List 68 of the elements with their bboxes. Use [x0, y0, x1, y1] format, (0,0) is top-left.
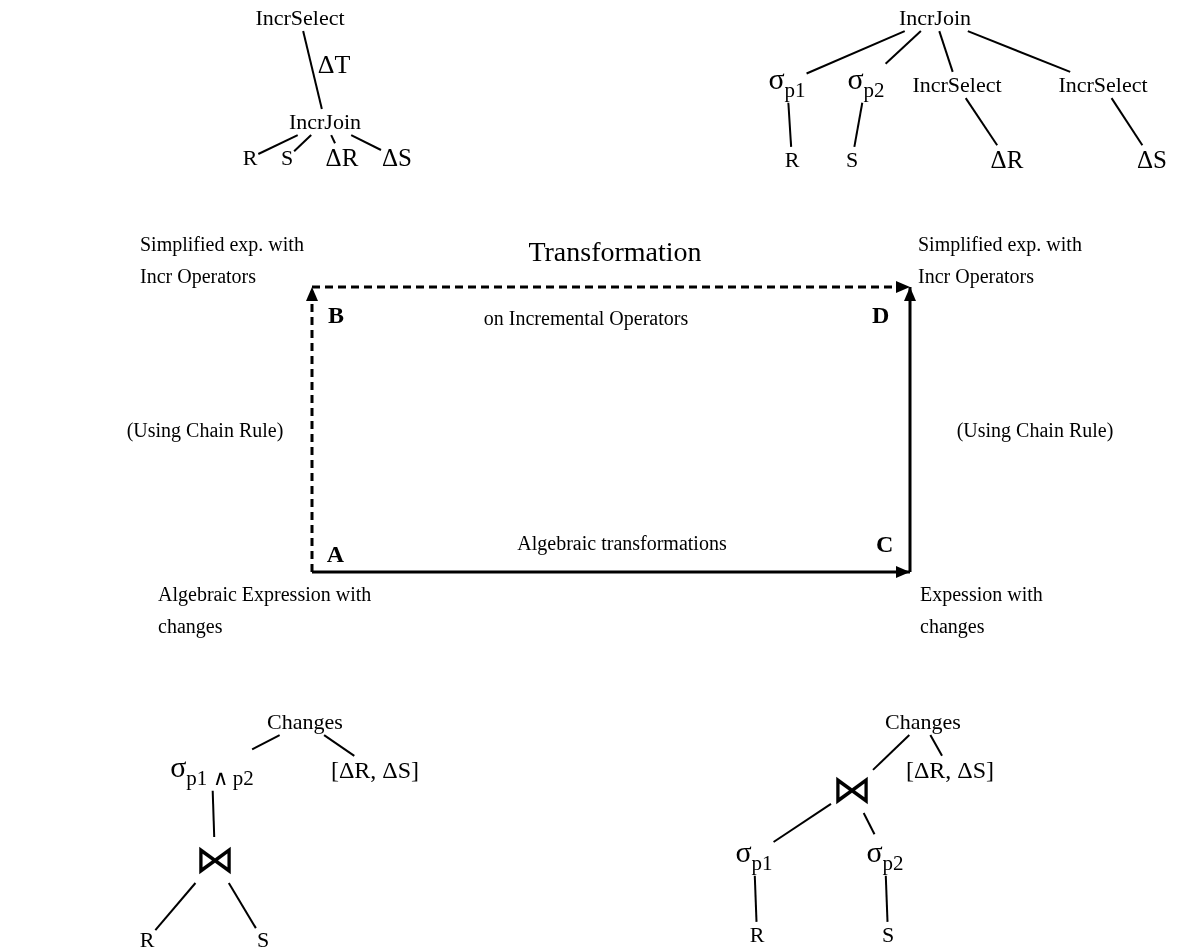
operator-label: R — [784, 147, 800, 173]
note-text: on Incremental Operators — [483, 307, 689, 329]
operator-label: S — [256, 927, 270, 948]
operator-label: ΔS — [382, 144, 412, 172]
tree-line — [853, 101, 864, 148]
operator-label: ΔR — [990, 146, 1024, 174]
arrow — [312, 281, 910, 293]
arrow — [904, 287, 916, 572]
operator-label: Changes — [267, 709, 343, 735]
tree-line — [251, 734, 281, 751]
operator-label: S — [881, 922, 895, 948]
edge-label: Algebraic transformations — [517, 532, 727, 554]
tree-line — [330, 134, 337, 145]
corner-letter: C — [870, 528, 910, 572]
node-caption: Algebraic Expression with changes — [158, 582, 373, 640]
tree-line — [872, 734, 911, 771]
operator-label: [ΔR, ΔS] — [330, 756, 420, 784]
tree-line — [302, 30, 323, 110]
tree-line — [1110, 97, 1144, 147]
tree-line — [862, 812, 876, 836]
tree-line — [257, 134, 299, 155]
tree-line — [211, 789, 216, 838]
node-caption: Simplified exp. with Incr Operators — [140, 232, 305, 290]
tree-line — [293, 134, 313, 153]
operator-label: R — [139, 927, 155, 948]
tree-line — [227, 882, 257, 930]
operator-label: ΔR — [325, 144, 359, 172]
arrow — [306, 287, 318, 572]
operator-label: ⋈ — [832, 768, 872, 812]
operator-label: σ$_{p2}$ — [866, 835, 904, 875]
corner-letter: D — [866, 287, 910, 331]
tree-line — [805, 30, 906, 75]
operator-label: S — [845, 147, 859, 173]
operator-label: S — [280, 145, 294, 171]
operator-label: R — [749, 922, 765, 948]
tree-line — [964, 97, 999, 147]
operator-label: IncrSelect — [912, 72, 1002, 98]
tree-line — [772, 802, 832, 843]
arrow — [312, 566, 910, 578]
tree-line — [753, 874, 758, 923]
operator-label: IncrSelect — [1058, 72, 1148, 98]
tree-line — [929, 734, 943, 757]
operator-label: ⋈ — [195, 838, 235, 882]
operator-label: σ$_{p2}$ — [847, 62, 885, 102]
edge-label: (Using Chain Rule) — [126, 419, 284, 441]
operator-label: IncrJoin — [288, 109, 362, 135]
edge-label: (Using Chain Rule) — [956, 419, 1114, 441]
tree-line — [884, 874, 889, 923]
corner-letter: B — [312, 287, 350, 331]
operator-label: σ$_{p1}$ — [735, 835, 773, 875]
node-caption: Expession with changes — [920, 582, 1044, 640]
tree-line — [966, 30, 1072, 73]
corner-letter: A — [312, 536, 350, 572]
operator-label: σ$_{p1}$ — [768, 62, 806, 102]
operator-label: σ$_{p1 ∧ p2}$ — [170, 750, 254, 790]
operator-label: IncrSelect — [255, 5, 345, 31]
tree-line — [323, 734, 356, 757]
operator-label: [ΔR, ΔS] — [905, 756, 995, 784]
operator-label: IncrJoin — [898, 5, 972, 31]
tree-line — [884, 30, 922, 65]
operator-label: ΔS — [1137, 146, 1167, 174]
tree-line — [787, 101, 793, 148]
node-caption: Simplified exp. with Incr Operators — [918, 232, 1083, 290]
tree-line — [938, 30, 954, 73]
operator-label: R — [242, 145, 258, 171]
tree-line — [350, 134, 382, 151]
tree-line — [154, 882, 197, 932]
operator-label: Changes — [885, 709, 961, 735]
